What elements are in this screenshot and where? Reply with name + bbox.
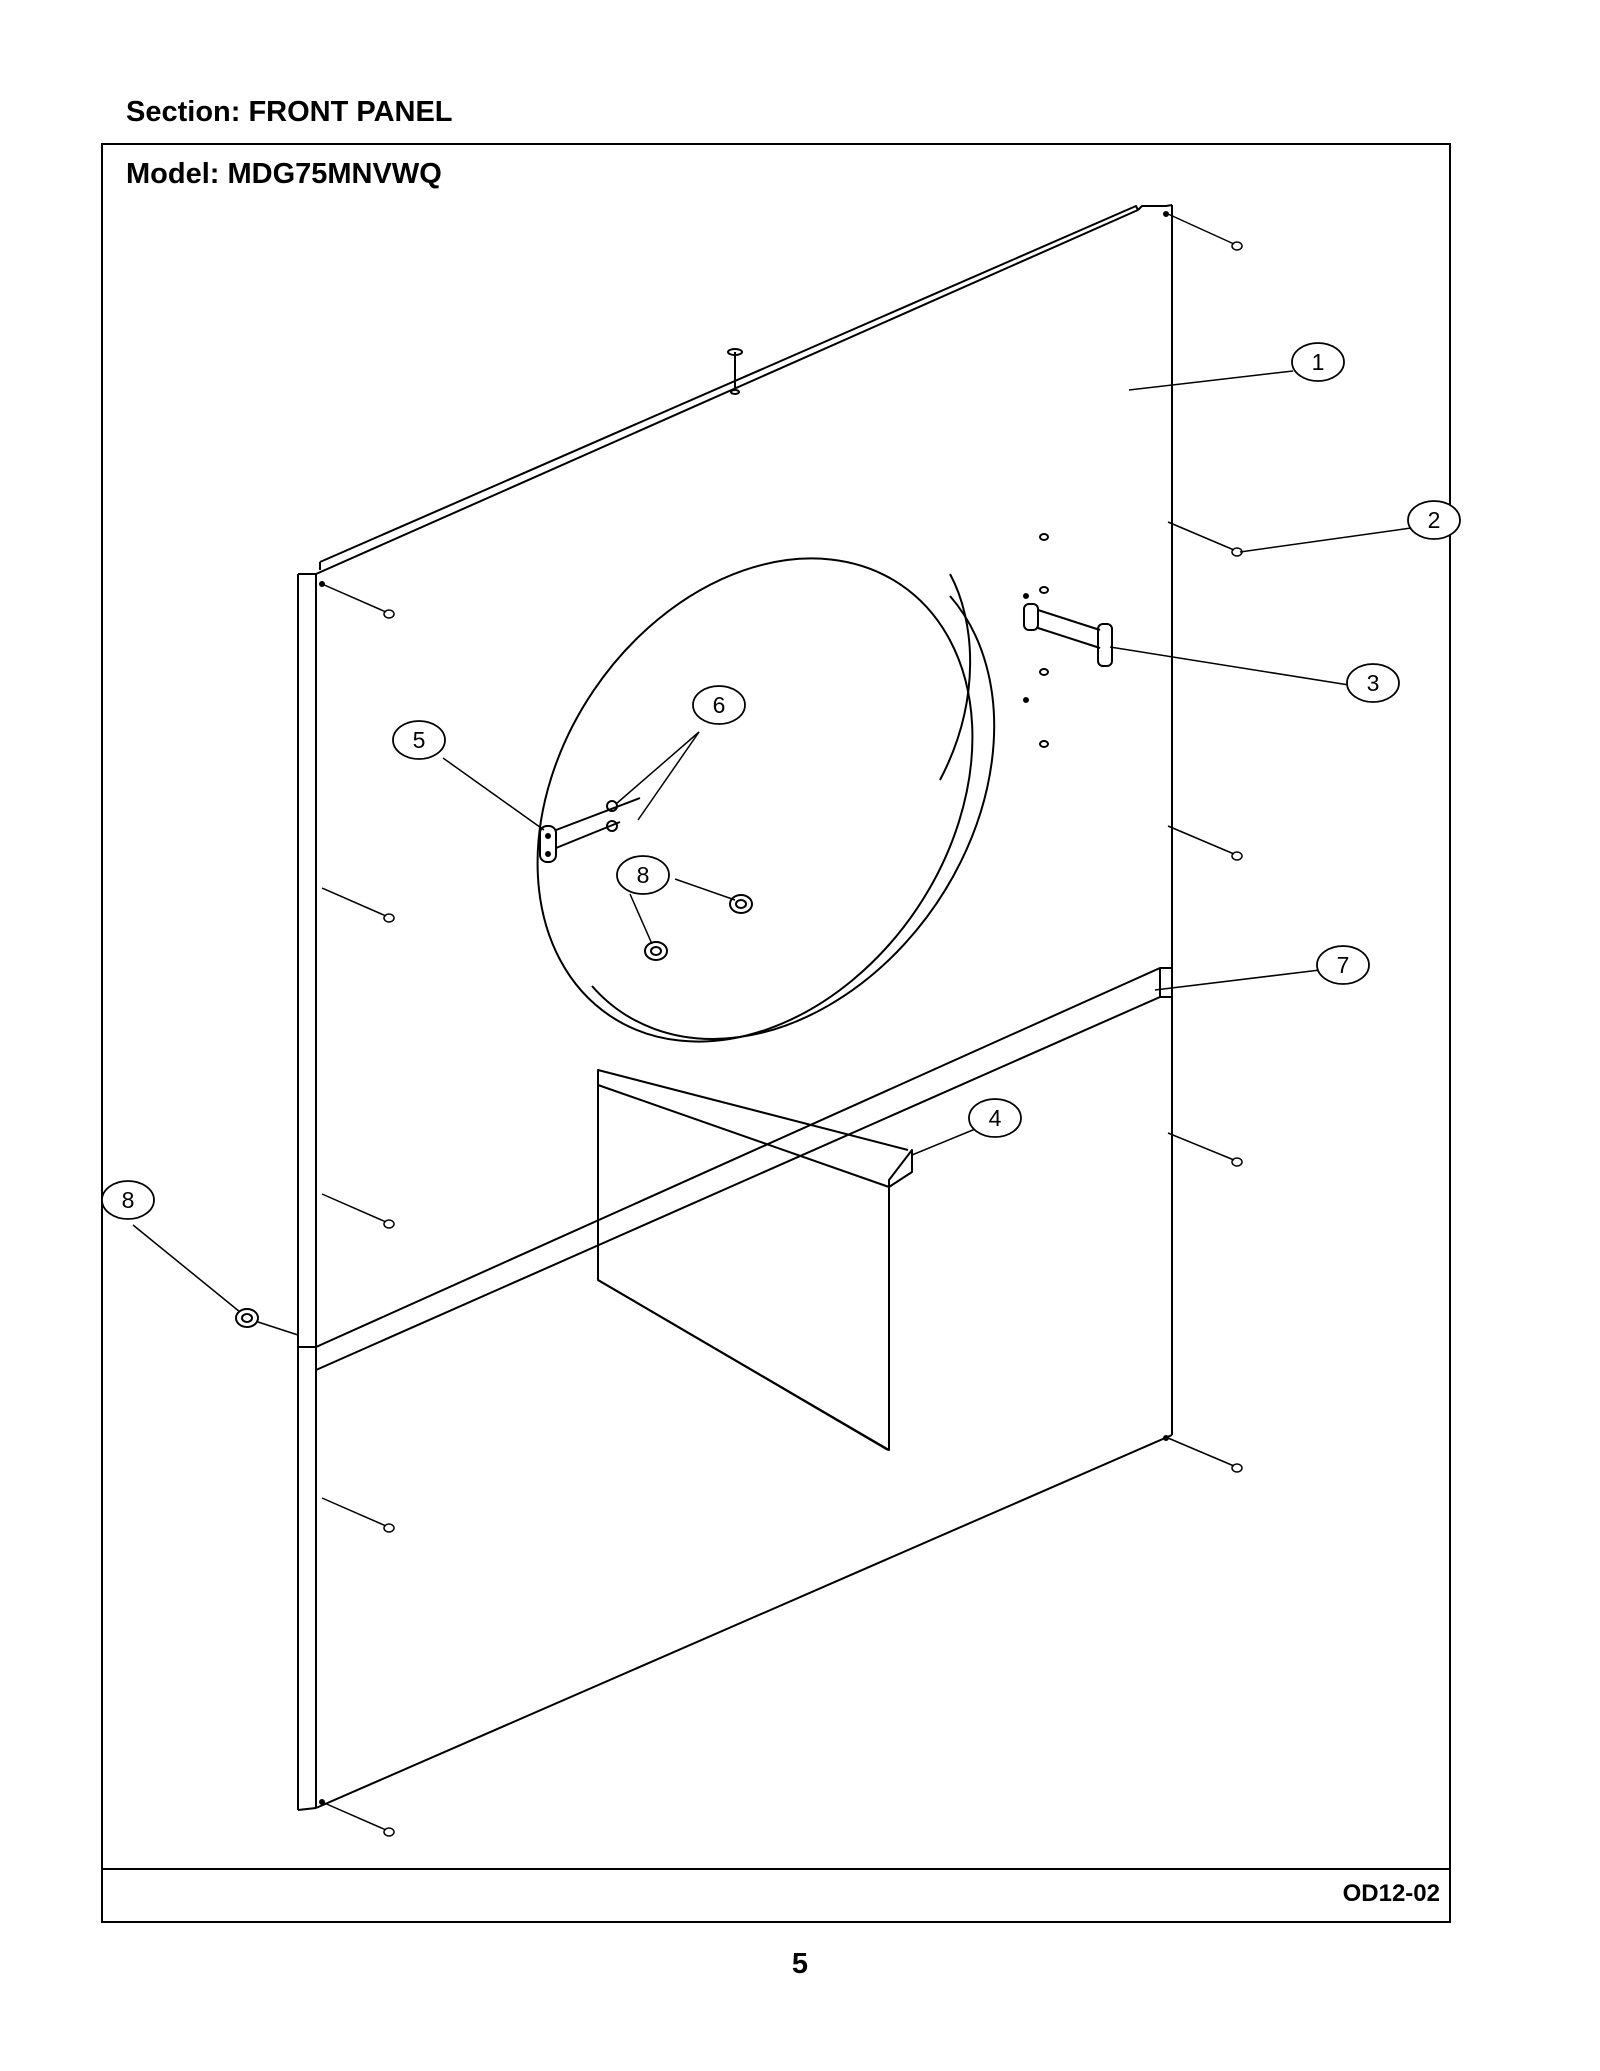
callout-2-label: 2 <box>1428 507 1441 533</box>
callout-6: 6 <box>692 685 746 725</box>
callout-8a-label: 8 <box>637 862 650 888</box>
callout-5-label: 5 <box>413 727 426 753</box>
callout-7-label: 7 <box>1337 952 1350 978</box>
page-number: 5 <box>791 1948 809 1980</box>
callout-7: 7 <box>1316 945 1370 985</box>
callout-8b: 8 <box>101 1180 155 1220</box>
callout-8a: 8 <box>616 855 670 895</box>
diagram-code: OD12-02 <box>1342 1880 1440 1907</box>
callout-1: 1 <box>1291 342 1345 382</box>
crossbar <box>298 967 1172 1371</box>
bumpers <box>235 894 753 1328</box>
access-panel <box>597 1069 913 1451</box>
callout-5: 5 <box>392 720 446 760</box>
callout-1-label: 1 <box>1312 349 1325 375</box>
callouts: 1 2 3 4 5 6 7 8 <box>101 342 1461 1220</box>
callout-4: 4 <box>968 1098 1022 1138</box>
top-screw <box>727 348 743 395</box>
door-latch <box>1023 533 1113 748</box>
model-title: Model: MDG75MNVWQ <box>126 158 442 190</box>
front-panel <box>297 204 1173 1811</box>
door-opening <box>536 557 996 1043</box>
callout-3-label: 3 <box>1367 670 1380 696</box>
footer-divider <box>101 1868 1451 1870</box>
screws <box>321 213 1243 1837</box>
callout-8b-label: 8 <box>122 1187 135 1213</box>
diagram-frame <box>101 143 1451 1923</box>
callout-6-label: 6 <box>713 692 726 718</box>
hinge-bracket <box>539 797 641 863</box>
callout-4-label: 4 <box>989 1105 1002 1131</box>
leader-lines <box>132 370 1412 1336</box>
section-title: Section: FRONT PANEL <box>126 96 453 128</box>
callout-2: 2 <box>1407 500 1461 540</box>
callout-3: 3 <box>1346 663 1400 703</box>
